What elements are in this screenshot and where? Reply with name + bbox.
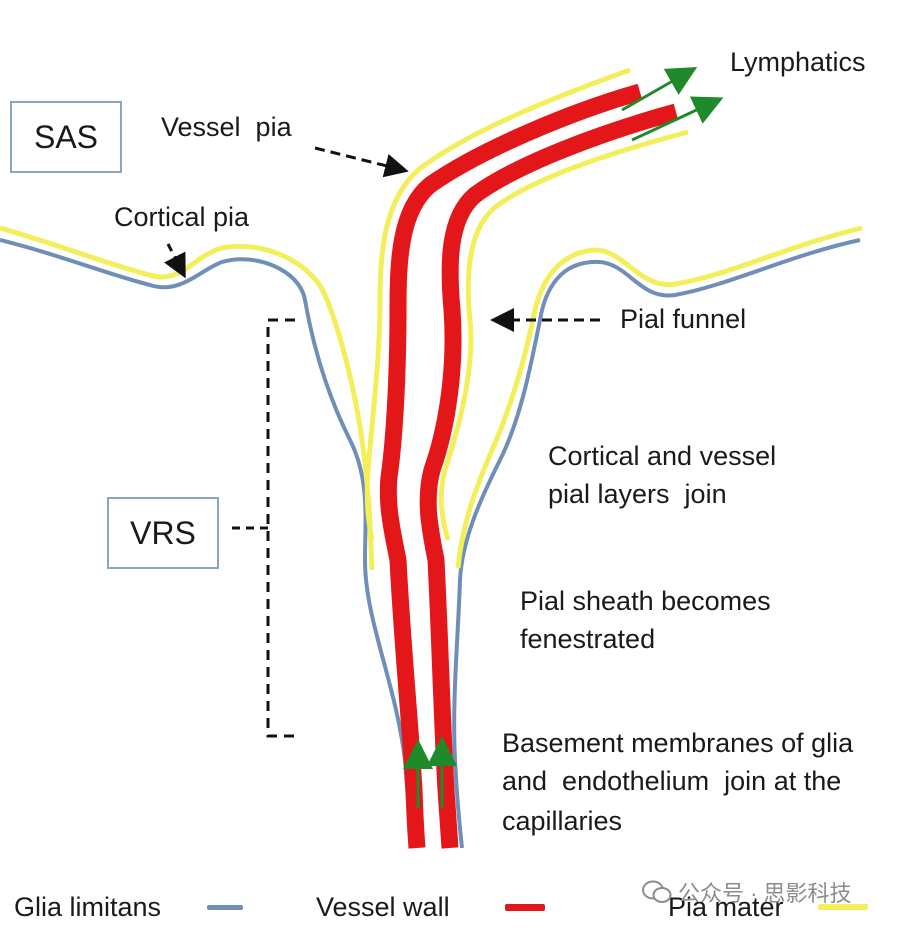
vessel-pia-label: Vessel pia (161, 112, 292, 142)
vessel-pia-inner (438, 129, 689, 541)
sas-label: SAS (33, 118, 99, 155)
watermark: 公众号 · 思影科技 (642, 876, 852, 908)
basement-line-3: capillaries (502, 806, 623, 836)
cortical-pia-left (0, 225, 375, 571)
lymphatics-label: Lymphatics (730, 47, 866, 77)
vrs-label: VRS (130, 514, 196, 551)
fenestrated-line-2: fenestrated (520, 624, 656, 654)
legend-pia-swatch (818, 904, 868, 910)
vessel-pia-outer (364, 67, 631, 541)
cortical-pia-label: Cortical pia (114, 202, 250, 232)
vrs-label-box: VRS (107, 497, 219, 569)
legend-vessel-swatch (505, 904, 545, 911)
basement-line-1: Basement membranes of glia (502, 728, 854, 758)
lymphatic-flow-arrow-1 (621, 67, 698, 112)
watermark-text: 公众号 · 思影科技 (678, 881, 852, 906)
cortical-pia-pointer (164, 243, 186, 279)
legend-glia-swatch (207, 905, 243, 910)
vessel-pia-pointer (314, 146, 409, 178)
wechat-icon (642, 879, 672, 905)
pial-funnel-label: Pial funnel (620, 304, 747, 334)
lymphatic-flow-arrow-2 (631, 96, 724, 142)
legend-glia-label: Glia limitans (14, 892, 162, 922)
layers-join-line-2: pial layers join (548, 479, 727, 509)
glia-limitans-left (0, 238, 414, 849)
glia-limitans-right (452, 238, 861, 849)
fenestrated-line-1: Pial sheath becomes (520, 586, 771, 616)
basement-line-2: and endothelium join at the (502, 766, 842, 796)
legend-pia-label: Pia mater (668, 892, 784, 922)
sas-label-box: SAS (10, 101, 122, 173)
layers-join-line-1: Cortical and vessel (548, 441, 777, 471)
vrs-bracket (266, 318, 298, 738)
cortical-pia-right (455, 225, 863, 569)
legend-vessel-label: Vessel wall (316, 892, 450, 922)
